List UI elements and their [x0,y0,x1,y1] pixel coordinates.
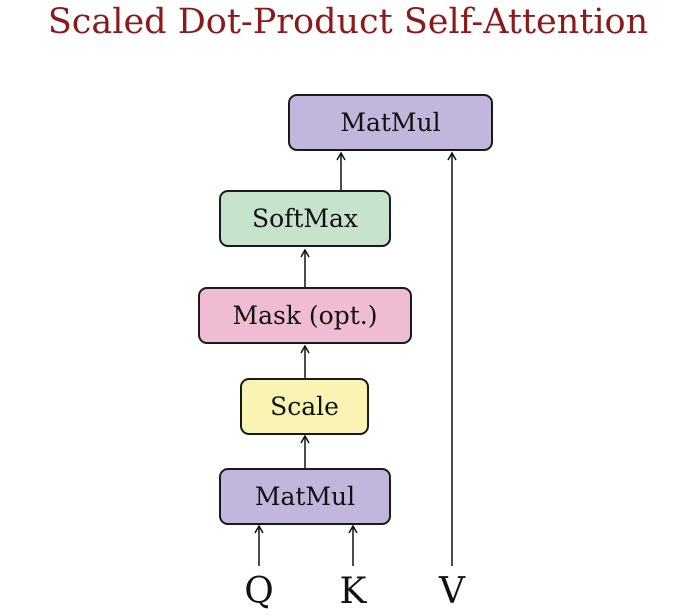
node-box [288,94,493,151]
node-label: SoftMax [252,204,358,233]
input-label-k: K [340,571,368,612]
node-box [198,287,412,344]
diagram-title: Scaled Dot-Product Self-Attention [47,2,649,42]
node-box [240,378,369,435]
node-scale: Scale [240,378,369,435]
input-label-q: Q [244,571,274,612]
node-label: MatMul [255,482,355,511]
node-mask: Mask (opt.) [198,287,412,344]
node-softmax: SoftMax [219,190,391,247]
node-matmul-bottom: MatMul [219,468,391,525]
node-box [219,190,391,247]
input-label-v: V [438,571,466,612]
node-label: Mask (opt.) [233,301,378,330]
node-matmul-top: MatMul [288,94,493,151]
node-box [219,468,391,525]
node-label: Scale [270,392,339,421]
node-label: MatMul [340,108,440,137]
